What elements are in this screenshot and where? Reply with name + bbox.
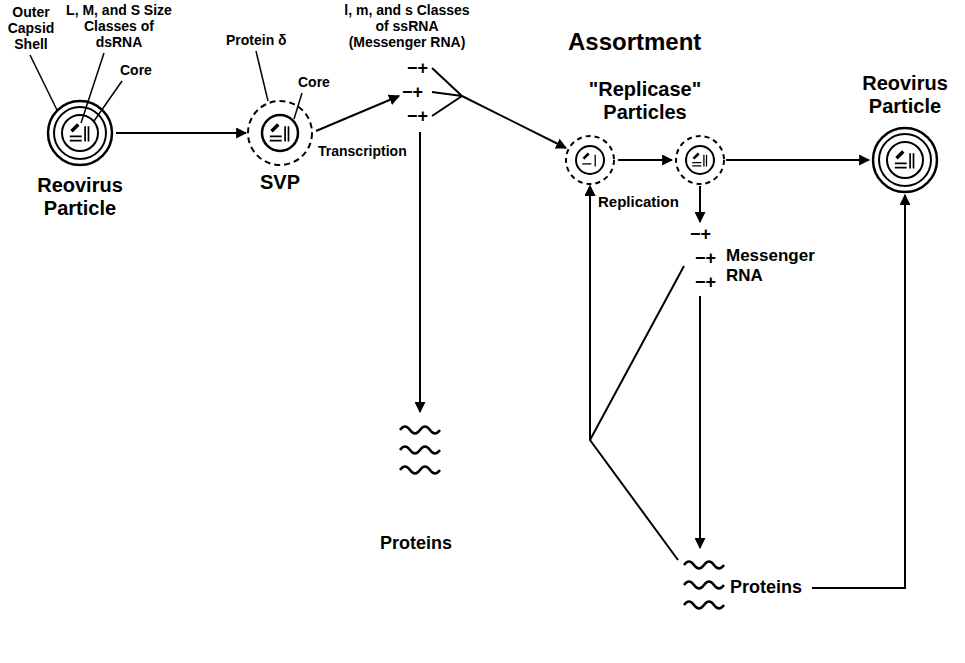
protein-squiggle (400, 427, 440, 434)
part-label: L, M, and S Size Classes of dsRNA (66, 2, 172, 50)
node-text: −+ (402, 82, 423, 102)
node-text: Proteins (380, 533, 452, 554)
part-label: Outer Capsid Shell (2, 4, 60, 52)
flow-arrow (590, 186, 684, 440)
node-text: SVP (230, 171, 330, 194)
flow-arrow (116, 132, 246, 134)
part-label: Core (298, 74, 330, 90)
core-ring (576, 146, 604, 174)
replicase-particle-figure (566, 136, 614, 184)
node-text: Reovirus Particle (855, 72, 955, 118)
node-text: −+ (695, 248, 716, 268)
particle-node: Reovirus Particle (855, 72, 957, 197)
protein-squiggles (400, 427, 440, 474)
protein-delta-shell (248, 101, 312, 165)
core-ring (262, 115, 298, 151)
node-text: Messenger RNA (726, 246, 821, 286)
protein-group: Proteins (385, 410, 455, 560)
replicase-particle-figure (676, 136, 724, 184)
protein-squiggle (684, 602, 724, 609)
leader-line (256, 51, 268, 101)
maturation-arrow (618, 159, 672, 161)
node-text: −+ (407, 58, 428, 78)
flow-arrow (726, 159, 869, 161)
particle-node: Reovirus Particle (30, 98, 132, 228)
merge-bracket (432, 68, 462, 116)
mrna-group: −+ −+ −+ Messenger RNA (680, 224, 830, 296)
node-text: l, m, and s Classes of ssRNA (Messenger … (342, 2, 472, 50)
protein-squiggles (684, 562, 724, 609)
node-text: Proteins (730, 577, 802, 598)
part-label: Protein δ (226, 32, 287, 48)
dsrna-marks (270, 125, 289, 142)
flow-arrow (590, 186, 678, 560)
flow-arrow (699, 186, 701, 222)
arrow-label: Transcription (316, 142, 409, 160)
core-ring (62, 115, 98, 151)
replicase-shell (676, 136, 724, 184)
leader-line (94, 81, 122, 121)
flow-arrow (699, 296, 701, 548)
svp-figure (248, 101, 312, 165)
leader-line (294, 93, 302, 119)
rna-marks (582, 154, 595, 167)
protein-squiggle (400, 447, 440, 454)
stage-heading: Assortment (568, 28, 701, 56)
node-text: "Replicase" Particles (575, 78, 715, 124)
arrow-label: Replication (596, 192, 681, 211)
protein-squiggle (400, 467, 440, 474)
reovirus-particle-figure (873, 128, 937, 192)
leader-line (30, 55, 57, 110)
node-text: Reovirus Particle (30, 174, 130, 220)
part-label: Core (120, 62, 152, 78)
flow-arrow (316, 96, 399, 131)
dsrna-marks (70, 125, 89, 142)
flow-arrow (462, 96, 566, 148)
core-ring (686, 146, 714, 174)
flow-arrow (812, 195, 905, 588)
rna-marks (692, 154, 706, 167)
protein-squiggle (684, 562, 724, 569)
node-text: −+ (407, 106, 428, 126)
outer-capsid-ring (48, 101, 112, 165)
flow-arrow (419, 132, 421, 412)
dsrna-marks (895, 152, 914, 169)
node-text: −+ (695, 272, 716, 292)
replicase-group: "Replicase" Particles (535, 78, 755, 190)
replicase-shell (566, 136, 614, 184)
protein-group: Proteins (680, 545, 810, 625)
outer-capsid-ring (879, 134, 931, 186)
protein-squiggle (684, 582, 724, 589)
outer-capsid-ring (873, 128, 937, 192)
core-ring (887, 142, 923, 178)
node-text: −+ (690, 224, 711, 244)
mrna-group: l, m, and s Classes of ssRNA (Messenger … (342, 2, 478, 137)
reovirus-particle-figure (48, 101, 112, 165)
